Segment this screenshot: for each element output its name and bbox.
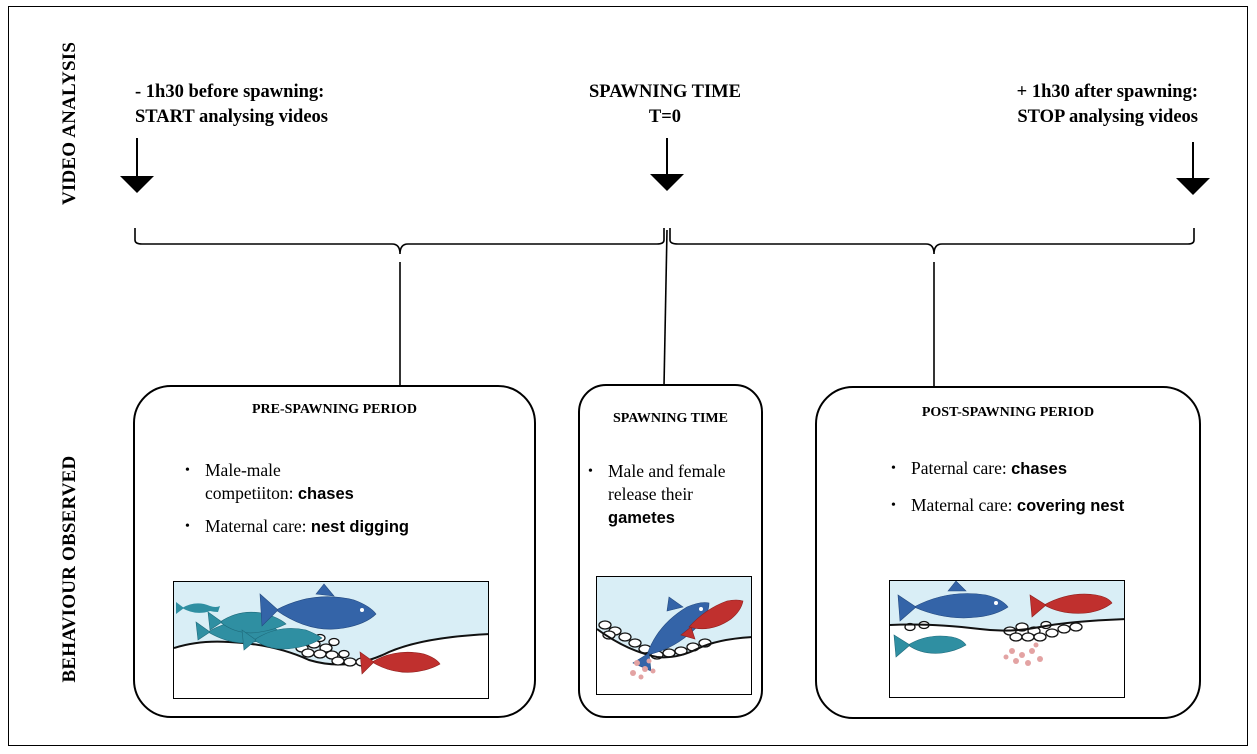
post-spawning-illustration <box>889 580 1125 698</box>
spawning-time-title: SPAWNING TIME <box>612 411 728 426</box>
start-label-line1: - 1h30 before spawning: <box>135 82 325 102</box>
end-label-line2: STOP analysing videos <box>1017 107 1198 127</box>
spawning-time-label: SPAWNING TIME T=0 <box>560 80 770 130</box>
spawning-time-list: Male and female release their gametes <box>586 460 726 530</box>
post-spawning-title: POST-SPAWNING PERIOD <box>921 405 1095 420</box>
post-item-maternal: Maternal care: covering nest <box>889 494 1124 518</box>
pre-item-maternal: Maternal care: nest digging <box>183 515 409 539</box>
pre-spawning-bracket <box>134 228 665 255</box>
start-arrow <box>120 138 154 193</box>
spawning-time-line1: SPAWNING TIME <box>589 82 741 102</box>
pre-spawning-illustration <box>173 581 489 699</box>
pre-item-competition: Male-male competiiton: chases <box>183 459 409 506</box>
spawning-arrow <box>650 138 684 191</box>
spawning-time-line2: T=0 <box>648 107 682 127</box>
spawning-time-box: SPAWNING TIME Male and female release th… <box>578 384 763 718</box>
pre-spawning-box: PRE-SPAWNING PERIOD Male-male competiito… <box>133 385 536 718</box>
post-item-paternal: Paternal care: chases <box>889 457 1124 481</box>
start-label-line2: START analysing videos <box>135 107 328 127</box>
spawn-connector <box>663 229 668 387</box>
spawn-item-gametes: Male and female release their gametes <box>586 460 726 530</box>
spawning-illustration <box>596 576 752 695</box>
pre-spawning-title: PRE-SPAWNING PERIOD <box>251 402 418 417</box>
figure-frame <box>8 6 1248 746</box>
end-label: + 1h30 after spawning: STOP analysing vi… <box>968 80 1198 130</box>
end-label-line1: + 1h30 after spawning: <box>1016 82 1198 102</box>
end-arrow <box>1176 142 1210 195</box>
post-spawning-bracket <box>669 228 1195 255</box>
post-spawning-list: Paternal care: chases Maternal care: cov… <box>889 457 1124 518</box>
post-spawning-box: POST-SPAWNING PERIOD Paternal care: chas… <box>815 386 1201 719</box>
pre-spawning-list: Male-male competiiton: chases Maternal c… <box>183 459 409 539</box>
start-label: - 1h30 before spawning: START analysing … <box>135 80 328 130</box>
